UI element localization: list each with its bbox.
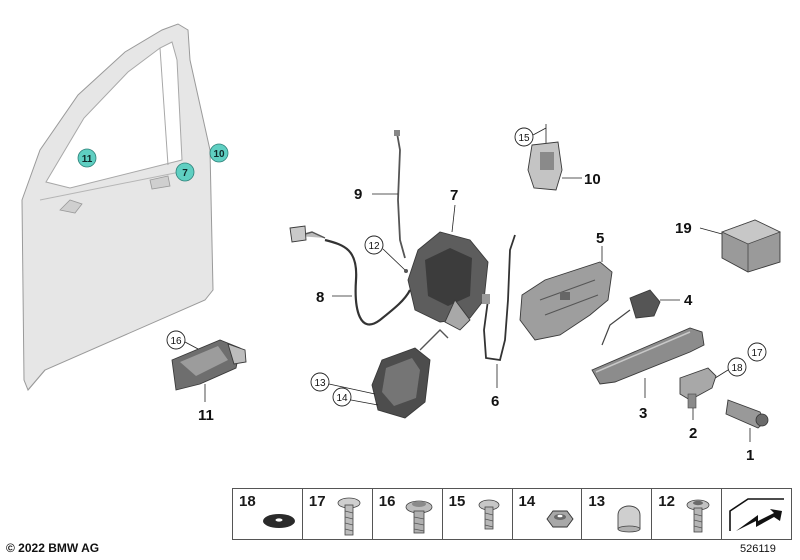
- svg-text:6: 6: [491, 393, 499, 410]
- door-callout-7: 7: [175, 162, 195, 182]
- part-18-callout: 18: [711, 357, 747, 381]
- bolt-torx-icon: [686, 499, 710, 533]
- part-14-callout: 14: [332, 387, 379, 407]
- svg-text:10: 10: [584, 171, 601, 188]
- part-5-handle-carrier: 5: [519, 230, 613, 341]
- legend-number: 18: [239, 493, 256, 510]
- svg-text:4: 4: [684, 292, 693, 309]
- part-19-block: 19: [675, 219, 782, 273]
- svg-text:8: 8: [316, 289, 324, 306]
- part-3-outer-handle: 3: [591, 327, 705, 422]
- svg-text:7: 7: [182, 168, 188, 179]
- svg-text:17: 17: [751, 348, 763, 359]
- svg-text:2: 2: [689, 425, 697, 442]
- part-10-striker: 10: [527, 141, 601, 191]
- legend-cell-16: 16: [373, 489, 443, 539]
- part-17-callout: 17: [747, 342, 767, 362]
- part-6-cable: 6: [482, 234, 516, 410]
- fastener-legend: 18 17 16 15 14: [232, 488, 792, 540]
- hex-nut-icon: [545, 510, 574, 528]
- part-9-rod: 9: [354, 130, 406, 259]
- part-11-inner-handle: 11: [171, 339, 247, 424]
- legend-cell-15: 15: [443, 489, 513, 539]
- legend-number: 17: [308, 493, 326, 510]
- bolt-long-icon: [337, 497, 361, 536]
- diagram-id: 526119: [740, 543, 776, 555]
- svg-text:16: 16: [170, 336, 182, 347]
- part-7-door-lock: 7: [407, 187, 489, 331]
- legend-number: 15: [448, 493, 466, 510]
- part-15-callout: 15: [514, 124, 547, 150]
- door-arrow-icon: [729, 498, 785, 531]
- svg-text:5: 5: [596, 230, 604, 247]
- part-12-callout: 12: [364, 235, 408, 273]
- door-shell: [21, 23, 214, 391]
- svg-text:11: 11: [82, 154, 93, 165]
- washer-icon: [263, 514, 295, 528]
- legend-cell-12: 12: [652, 489, 723, 539]
- door-callout-10: 10: [209, 143, 229, 163]
- legend-cell-18: 18: [233, 489, 303, 539]
- legend-cell-14: 14: [513, 489, 583, 539]
- legend-number: 14: [518, 493, 536, 510]
- svg-text:11: 11: [198, 407, 214, 424]
- copyright-text: © 2022 BMW AG: [6, 541, 100, 555]
- bolt-collar-icon: [405, 500, 433, 534]
- legend-cell-door-arrow: [722, 489, 791, 539]
- door-callout-11: 11: [77, 148, 97, 168]
- svg-text:3: 3: [639, 405, 647, 422]
- legend-number: 16: [378, 493, 396, 510]
- cap-nut-icon: [617, 505, 641, 533]
- svg-text:7: 7: [450, 187, 458, 204]
- svg-text:15: 15: [518, 133, 530, 144]
- svg-text:12: 12: [368, 241, 380, 252]
- svg-text:1: 1: [746, 447, 754, 464]
- svg-text:10: 10: [213, 149, 225, 160]
- part-4-cover-module: 4: [601, 289, 693, 346]
- part-14-lock-body: [371, 329, 449, 419]
- part-8-bowden-cable: 8: [289, 225, 411, 326]
- svg-text:9: 9: [354, 186, 362, 203]
- part-2-lock-housing: 2: [679, 367, 717, 442]
- legend-cell-17: 17: [303, 489, 373, 539]
- svg-text:19: 19: [675, 220, 692, 237]
- part-16-callout: 16: [166, 330, 201, 351]
- svg-text:14: 14: [336, 393, 348, 404]
- part-13-callout: 13: [310, 372, 376, 395]
- svg-text:18: 18: [731, 363, 743, 374]
- legend-number: 12: [658, 493, 675, 510]
- bolt-short-icon: [478, 499, 500, 530]
- part-1-lock-cylinder: 1: [725, 399, 769, 464]
- legend-cell-13: 13: [582, 489, 653, 539]
- legend-number: 13: [588, 493, 606, 510]
- svg-text:13: 13: [314, 378, 326, 389]
